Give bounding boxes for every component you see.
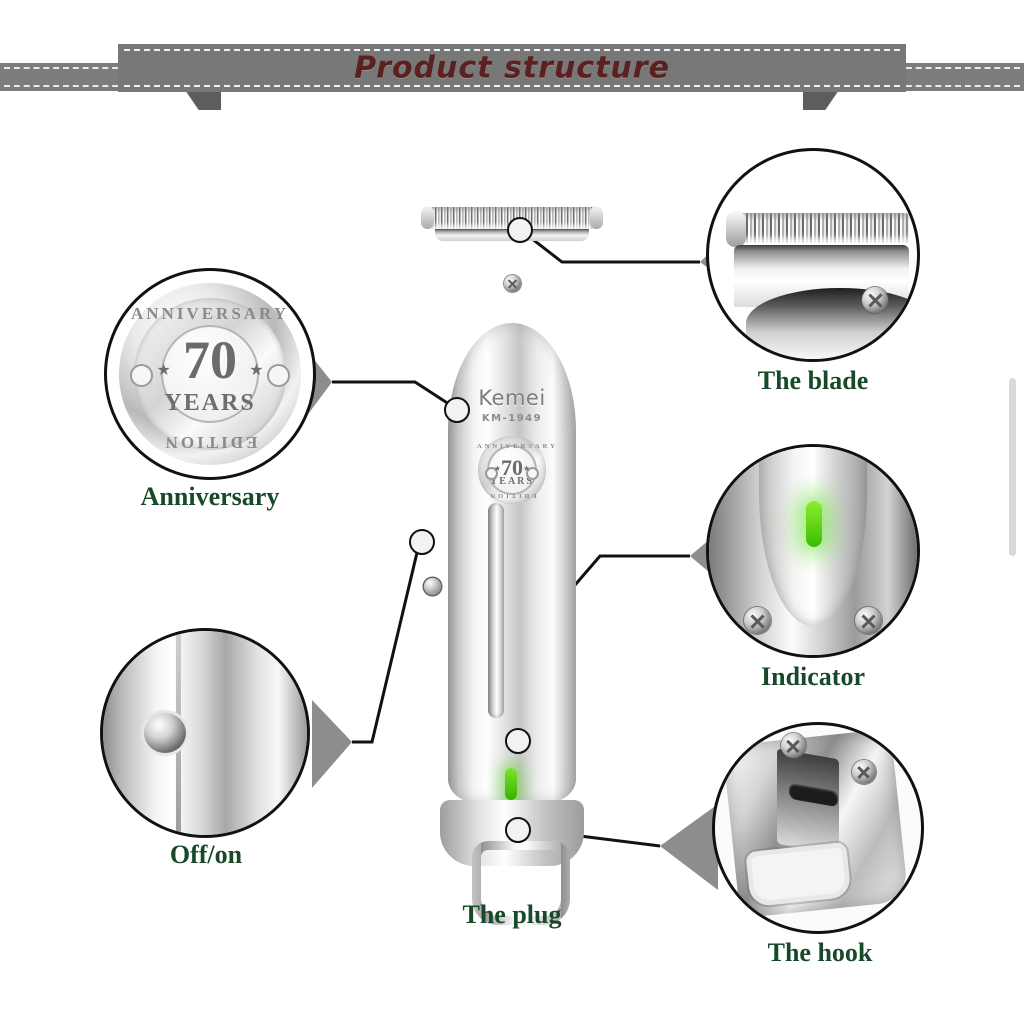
- offon-switch-detail[interactable]: [143, 712, 186, 753]
- device-badge-bottom-arc: EDITION: [487, 492, 537, 500]
- callout-plug[interactable]: The plug: [412, 900, 612, 944]
- device-badge-number: 70: [501, 454, 523, 480]
- badge-eyelet-left: [129, 363, 153, 387]
- page-title: Product structure: [354, 50, 670, 86]
- ribbon-banner: Product structure: [118, 44, 906, 92]
- device-badge-eyelet-right: [525, 466, 539, 480]
- badge-bottom-arc: EDITION: [162, 433, 258, 453]
- anniversary-badge-icon: ANNIVERSARY 70 YEARS EDITION ★ ★: [104, 268, 316, 480]
- device-badge-eyelet-left: [485, 466, 499, 480]
- indicator-led-detail: [805, 501, 822, 548]
- callout-indicator[interactable]: Indicator: [706, 444, 920, 712]
- screw-top: [504, 275, 521, 292]
- badge-star-right: ★: [249, 361, 264, 379]
- device-badge-top-arc: ANNIVERSARY: [477, 443, 558, 451]
- blade-teeth-icon: [423, 207, 601, 229]
- blade-cap-right: [590, 206, 603, 229]
- blade-cap-left: [421, 206, 434, 229]
- cone-hook: [660, 804, 718, 890]
- device-badge-years: YEARS: [490, 475, 534, 487]
- callout-hook[interactable]: The hook: [712, 722, 928, 990]
- blade-screw-detail: [861, 287, 888, 314]
- device-hook-ring: [472, 841, 570, 925]
- scrollbar-thumb[interactable]: [1009, 378, 1016, 556]
- badge-eyelet-right: [267, 363, 291, 387]
- blade-teeth-detail: [729, 213, 909, 243]
- hook-bracket-icon: [712, 722, 924, 934]
- power-button-icon: [100, 628, 310, 838]
- header-ribbon: Product structure: [0, 30, 1024, 110]
- callout-label-hook: The hook: [767, 938, 873, 967]
- device-anniversary-badge: ANNIVERSARY 70 YEARS EDITION ★ ★: [477, 435, 558, 505]
- hook-loop-detail: [745, 841, 852, 908]
- callout-label-anniversary: Anniversary: [140, 482, 280, 511]
- device-groove: [488, 503, 504, 718]
- badge-top-arc: ANNIVERSARY: [130, 303, 290, 323]
- blade-cap-detail: [725, 211, 746, 247]
- callout-anniversary[interactable]: ANNIVERSARY 70 YEARS EDITION ★ ★ Anniver…: [104, 268, 316, 530]
- badge-years: YEARS: [164, 390, 256, 417]
- badge-star-left: ★: [156, 361, 171, 379]
- leader-dot-blade: [507, 217, 533, 243]
- callout-blade[interactable]: The blade: [706, 148, 920, 416]
- badge-number: 70: [183, 329, 237, 390]
- callout-offon[interactable]: Off/on: [100, 628, 312, 890]
- cone-offon: [312, 700, 352, 788]
- callout-label-indicator: Indicator: [761, 662, 865, 691]
- device-body: Kemei KM-1949 ANNIVERSARY 70 YEARS EDITI…: [424, 253, 592, 832]
- device-power-button[interactable]: [424, 578, 441, 595]
- hook-screw-right: [851, 760, 876, 785]
- model-number: KM-1949: [481, 413, 543, 424]
- brand-name: Kemei: [478, 386, 546, 410]
- leader-dot-offon: [409, 529, 435, 555]
- device-badge-star-right: ★: [523, 464, 531, 474]
- blade-icon: [706, 148, 920, 362]
- hook-screw-left: [780, 733, 806, 759]
- callout-label-blade: The blade: [757, 366, 869, 395]
- leader-dot-indicator: [505, 728, 531, 754]
- leader-dot-plug: [505, 817, 531, 843]
- led-indicator-icon: [706, 444, 920, 658]
- clipper-device: Kemei KM-1949 ANNIVERSARY 70 YEARS EDITI…: [421, 205, 603, 925]
- callout-label-offon: Off/on: [169, 840, 243, 869]
- blade-housing-detail: [746, 288, 917, 359]
- device-badge-star-left: ★: [493, 464, 501, 474]
- indicator-screw-right: [854, 607, 882, 635]
- indicator-screw-left: [744, 607, 772, 635]
- offon-body-detail: [103, 631, 307, 835]
- device-led-indicator: [505, 768, 517, 800]
- device-body-inner: [448, 323, 576, 803]
- callout-label-plug: The plug: [462, 900, 562, 929]
- leader-dot-anniversary: [444, 397, 470, 423]
